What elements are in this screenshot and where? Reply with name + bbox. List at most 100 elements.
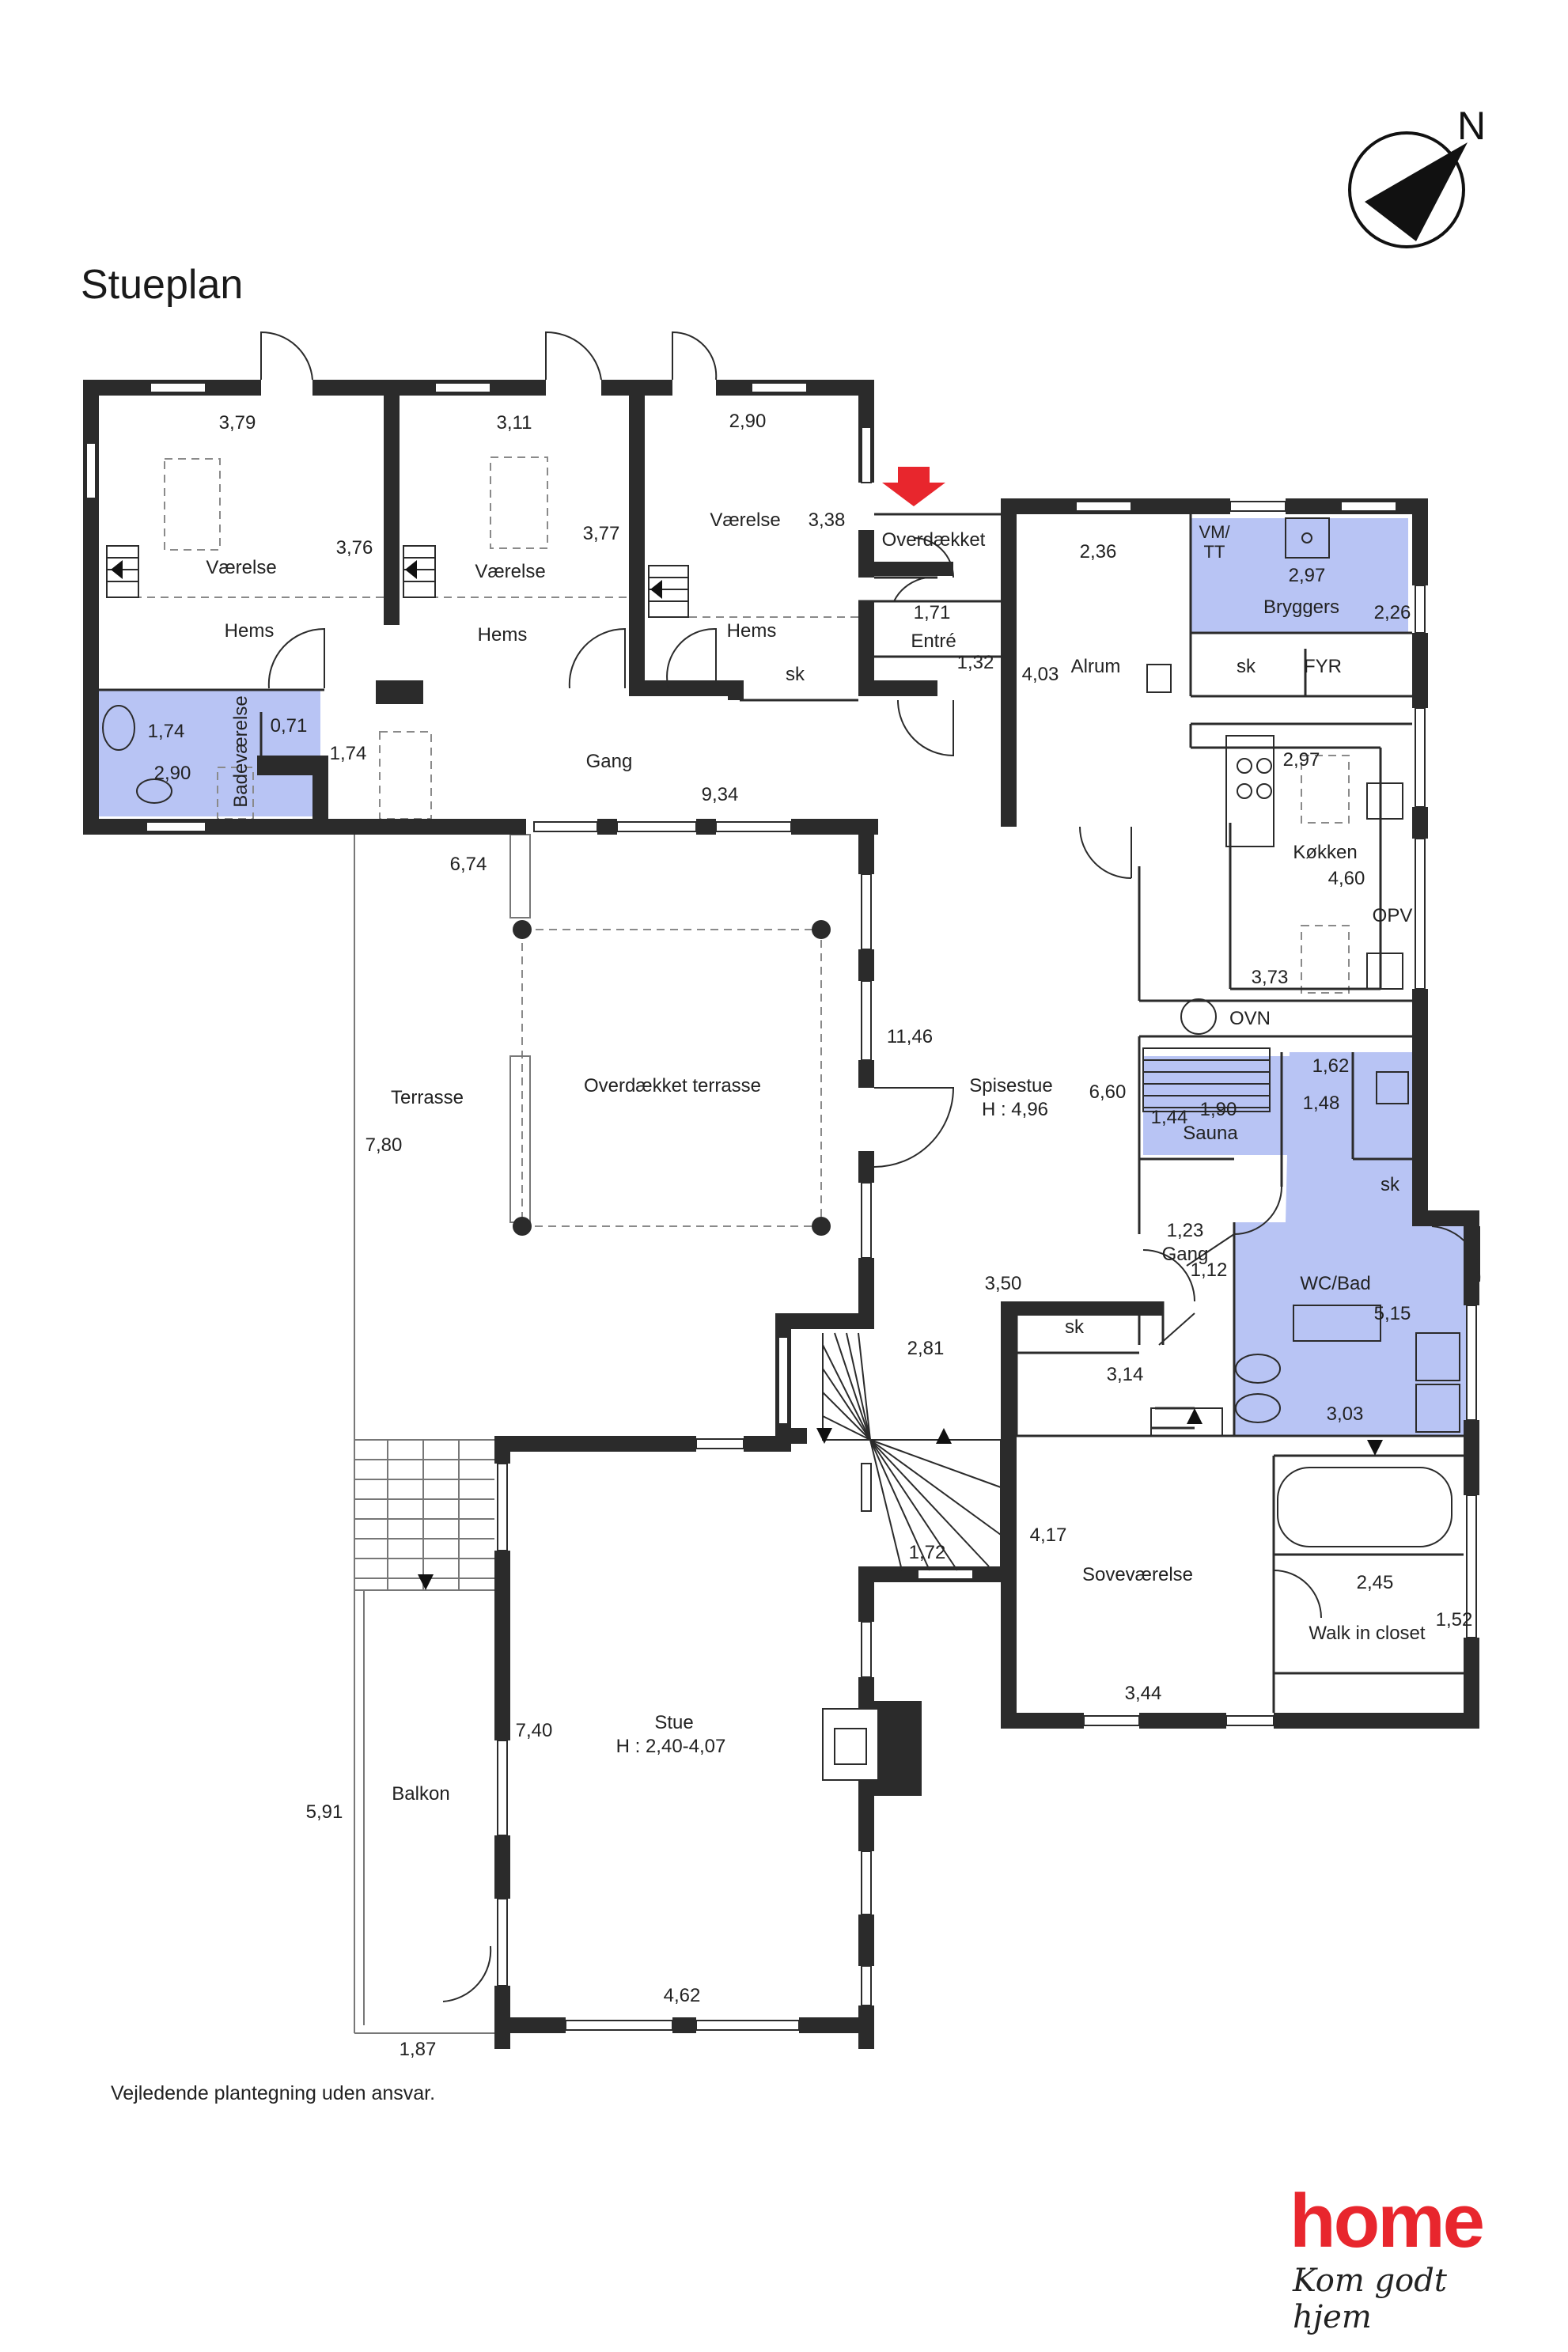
- vmtt-line2: TT: [1204, 542, 1225, 562]
- wc-bench-icon: [1293, 1305, 1381, 1342]
- stairs: [106, 545, 1271, 1571]
- walkin-width: 2,45: [1357, 1572, 1394, 1593]
- stue-depth: 7,40: [516, 1720, 553, 1741]
- walkin-depth: 1,52: [1436, 1609, 1473, 1630]
- koekken-width: 2,97: [1283, 749, 1320, 771]
- toilet-icon: [1235, 1354, 1281, 1384]
- kitchen-sink-icon: [1366, 782, 1403, 820]
- bath-sink-icon: [1415, 1332, 1460, 1381]
- entre-a: 1,71: [914, 602, 951, 623]
- down-arrow-icon: [1367, 1440, 1383, 1456]
- sauna-width: 1,90: [1200, 1099, 1237, 1120]
- bathtub-icon: [1277, 1467, 1452, 1547]
- doors: [260, 331, 1481, 2002]
- v2-hems: Hems: [478, 624, 528, 646]
- gang-a: 0,71: [271, 715, 308, 737]
- fixtures: [102, 517, 1460, 1547]
- wcbad-name: WC/Bad: [1300, 1273, 1370, 1294]
- terrasse-width: 6,74: [450, 854, 487, 875]
- brand-logo: home Kom godt hjem: [1290, 2179, 1503, 2336]
- walkin-name: Walk in closet: [1309, 1623, 1425, 1644]
- kitchen-sink-icon-2: [1366, 953, 1403, 990]
- bryggers-fill: [1191, 518, 1408, 633]
- stair-arrow-icon-2: [405, 560, 417, 579]
- terrace-columns: [513, 920, 831, 1236]
- fan-icon: [1180, 998, 1217, 1035]
- stove-icon: [1225, 735, 1274, 847]
- v1-width: 3,79: [219, 412, 256, 434]
- balkon-depth: 5,91: [306, 1801, 343, 1823]
- vmtt-line1: VM/: [1199, 522, 1230, 542]
- ov-terrasse-name: Overdækket terrasse: [584, 1075, 761, 1096]
- bath-sink-icon-2: [1415, 1384, 1460, 1433]
- gang2-name: Gang: [1162, 1244, 1209, 1265]
- badevaerelse-fill: [99, 690, 320, 816]
- spise-name: Spisestue: [969, 1075, 1052, 1096]
- wcbad-depth: 5,15: [1374, 1303, 1411, 1324]
- balkon-width: 1,87: [400, 2039, 437, 2060]
- koekken-name: Køkken: [1293, 842, 1357, 863]
- terrasse-depth: 7,80: [365, 1134, 403, 1156]
- v1-name: Værelse: [206, 557, 276, 578]
- gang2-a: 1,23: [1167, 1220, 1204, 1241]
- v3-name: Værelse: [710, 509, 780, 531]
- sk1: sk: [786, 664, 805, 685]
- alrum-depth: 4,03: [1022, 664, 1059, 685]
- v3-depth: 3,38: [809, 509, 846, 531]
- wc-a: 1,62: [1312, 1055, 1350, 1077]
- entre-b: 1,32: [957, 652, 994, 673]
- v1-depth: 3,76: [336, 537, 373, 559]
- terrasse-name: Terrasse: [391, 1087, 464, 1108]
- sov-depth: 4,17: [1030, 1524, 1067, 1546]
- dashed-guides: [107, 456, 1350, 1227]
- spise-width: 6,60: [1089, 1081, 1127, 1103]
- v2-width: 3,11: [497, 412, 532, 434]
- sink-icon: [1285, 517, 1330, 559]
- brand-name: home: [1290, 2179, 1485, 2263]
- sov-width: 3,44: [1125, 1683, 1162, 1704]
- sk4: sk: [1065, 1316, 1085, 1338]
- sauna-name: Sauna: [1183, 1123, 1238, 1144]
- bidet-icon: [1235, 1393, 1281, 1423]
- disclaimer: Vejledende plantegning uden ansvar.: [111, 2082, 436, 2104]
- wc-b: 1,48: [1303, 1093, 1340, 1114]
- north-label: N: [1457, 104, 1487, 148]
- v3-hems: Hems: [727, 620, 777, 642]
- bryggers-width: 2,97: [1289, 565, 1326, 586]
- v1-hems: Hems: [225, 620, 275, 642]
- spise-c: 2,81: [907, 1338, 945, 1359]
- spise-b: 3,50: [985, 1273, 1022, 1294]
- sk2: sk: [1237, 656, 1256, 677]
- entre-name: Entré: [911, 631, 956, 652]
- compass-icon: [1348, 131, 1468, 248]
- stue-name: Stue: [654, 1712, 693, 1733]
- arrows: [111, 467, 1383, 1590]
- up-arrow-icon: [1187, 1408, 1203, 1424]
- wc-sink-icon: [1376, 1071, 1409, 1104]
- brand-slogan: Kom godt hjem: [1293, 2263, 1447, 2335]
- terrace-stair-arrow-icon: [418, 1574, 434, 1590]
- v2-depth: 3,77: [583, 523, 620, 544]
- spise-height: H : 4,96: [982, 1099, 1048, 1120]
- windows: [85, 382, 1477, 2031]
- stue-width: 4,62: [664, 1985, 701, 2006]
- balkon-name: Balkon: [392, 1783, 449, 1805]
- sk3: sk: [1381, 1174, 1400, 1195]
- koekken-depth: 4,60: [1328, 868, 1365, 889]
- gang-b: 1,74: [330, 743, 367, 764]
- sov-name: Soveværelse: [1082, 1564, 1193, 1585]
- opv: OPV: [1373, 905, 1413, 926]
- interior-walls: [99, 513, 1464, 1713]
- stair-arrow-icon: [111, 560, 123, 579]
- bad-b: 2,90: [154, 763, 191, 784]
- stair-down-arrow-icon: [816, 1428, 832, 1444]
- v3-width: 2,90: [729, 411, 767, 432]
- terrace-outline: [354, 823, 531, 2034]
- gang-length: 9,34: [702, 784, 739, 805]
- ovn: OVN: [1229, 1008, 1271, 1029]
- stue-height: H : 2,40-4,07: [616, 1736, 726, 1757]
- overdaekket-label: Overdækket: [882, 529, 986, 551]
- bad-toilet-icon: [136, 778, 172, 804]
- bad-name: Badeværelse: [230, 695, 252, 807]
